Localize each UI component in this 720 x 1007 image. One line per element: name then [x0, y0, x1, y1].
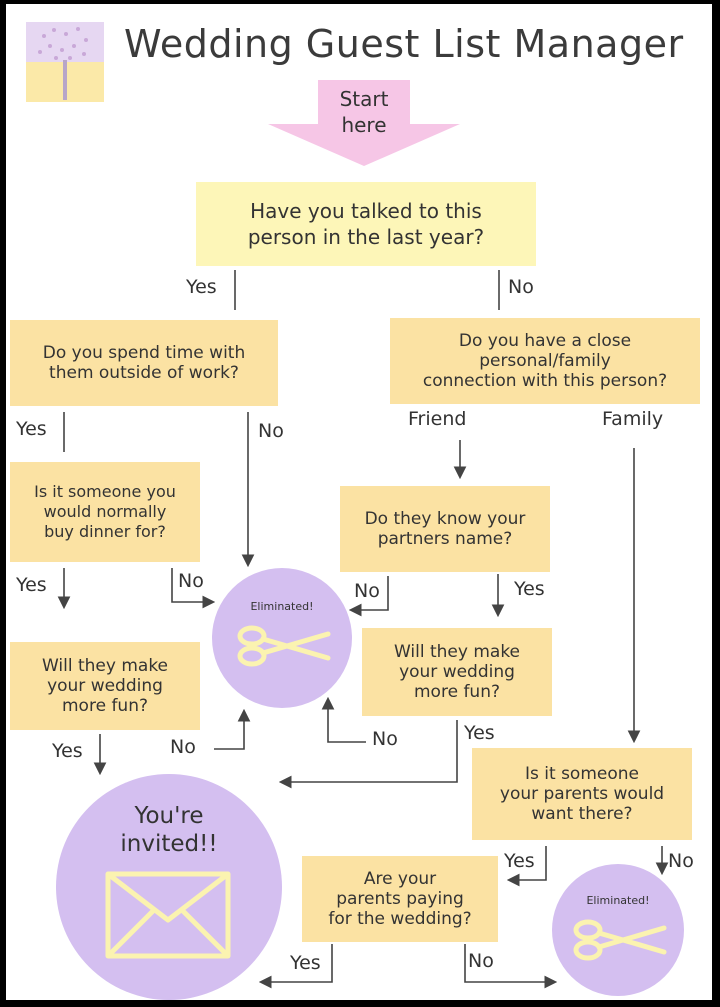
arrow-icon [268, 80, 460, 166]
connector-q7-no [321, 696, 366, 743]
label-q8-no: No [668, 850, 694, 872]
page-title: Wedding Guest List Manager [124, 22, 684, 66]
label-q4-no: No [178, 570, 204, 592]
label-family: Family [602, 408, 664, 430]
connector-lines [57, 270, 669, 989]
label-q6-no: No [170, 736, 196, 758]
connector-q9-yes [258, 944, 333, 989]
label-q9-yes: Yes [290, 952, 321, 974]
label-q2-yes: Yes [16, 418, 47, 440]
flowchart-canvas: Wedding Guest List Manager Start here Ha… [6, 4, 712, 1000]
label-q9-no: No [468, 950, 494, 972]
label-q7-yes: Yes [464, 722, 495, 744]
connector-q4-no [171, 568, 216, 609]
label-q5-yes: Yes [514, 578, 545, 600]
label-q7-no: No [372, 728, 398, 750]
scissors-icon [237, 625, 331, 667]
label-q1-no: No [508, 276, 534, 298]
label-q1-yes: Yes [186, 276, 217, 298]
connector-q5-no [348, 576, 389, 617]
label-q4-yes: Yes [16, 574, 47, 596]
envelope-icon [105, 871, 231, 959]
scissors-icon [573, 919, 667, 961]
label-q6-yes: Yes [52, 740, 83, 762]
label-q8-yes: Yes [504, 850, 535, 872]
eliminated-circle-bottom: Eliminated! [552, 864, 684, 996]
label-friend: Friend [408, 408, 467, 430]
label-q5-no: No [354, 580, 380, 602]
connector-q6-no [214, 708, 251, 750]
eliminated-circle-middle: Eliminated! [212, 568, 352, 708]
connector-q7-yes [278, 720, 458, 789]
eliminated-label: Eliminated! [250, 600, 314, 613]
eliminated-label: Eliminated! [586, 894, 650, 907]
connector-q8-yes [506, 846, 547, 887]
invited-label: You're invited!! [120, 803, 218, 857]
connector-q9-no [464, 944, 558, 989]
label-q2-no: No [258, 420, 284, 442]
start-label: Start here [339, 87, 389, 137]
invited-circle: You're invited!! [56, 774, 282, 1000]
tree-icon [26, 22, 104, 102]
